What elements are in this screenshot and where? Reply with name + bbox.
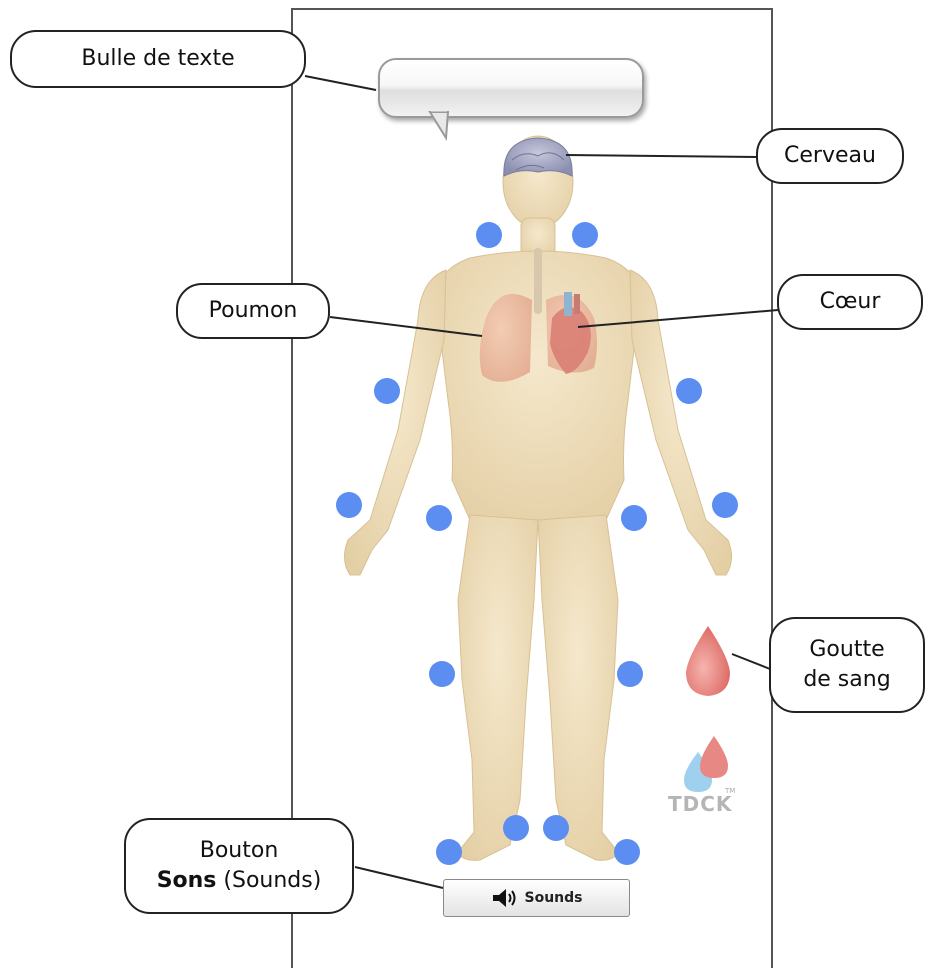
callout-sounds-button: Bouton Sons (Sounds) bbox=[124, 818, 354, 914]
logo-text: TDCK bbox=[668, 792, 732, 816]
body-point-dot[interactable] bbox=[712, 492, 738, 518]
body-point-dot[interactable] bbox=[572, 222, 598, 248]
body-point-dot[interactable] bbox=[426, 505, 452, 531]
callout-sounds-rest: (Sounds) bbox=[216, 868, 321, 893]
body-point-dot[interactable] bbox=[336, 492, 362, 518]
callout-sounds-line1: Bouton bbox=[200, 836, 279, 866]
callout-heart-text: Cœur bbox=[820, 287, 881, 317]
body-point-dot[interactable] bbox=[614, 839, 640, 865]
body-point-dot[interactable] bbox=[476, 222, 502, 248]
body-point-dot[interactable] bbox=[374, 378, 400, 404]
callout-sounds-line2: Sons (Sounds) bbox=[157, 866, 322, 896]
blood-drop-icon bbox=[686, 626, 730, 696]
body-point-dot[interactable] bbox=[676, 378, 702, 404]
callout-speech-bubble: Bulle de texte bbox=[10, 30, 306, 88]
callout-brain: Cerveau bbox=[756, 128, 904, 184]
logo-trademark: TM bbox=[725, 787, 735, 795]
sounds-button-label: Sounds bbox=[525, 890, 583, 906]
callout-lung-text: Poumon bbox=[209, 296, 298, 326]
callout-brain-text: Cerveau bbox=[784, 141, 876, 171]
sounds-button[interactable]: Sounds bbox=[443, 879, 630, 917]
callout-sounds-bold: Sons bbox=[157, 868, 217, 893]
speaker-icon bbox=[491, 888, 517, 908]
body-point-dot[interactable] bbox=[429, 661, 455, 687]
logo-drops-icon bbox=[684, 736, 728, 792]
body-point-dot[interactable] bbox=[436, 839, 462, 865]
body-point-dot[interactable] bbox=[617, 661, 643, 687]
callout-blood-drop-line2: de sang bbox=[803, 665, 890, 695]
body-point-dot[interactable] bbox=[543, 815, 569, 841]
callout-lung: Poumon bbox=[176, 283, 330, 339]
body-point-dot[interactable] bbox=[621, 505, 647, 531]
callout-blood-drop-line1: Goutte bbox=[809, 635, 884, 665]
callout-blood-drop: Goutte de sang bbox=[769, 617, 925, 713]
callout-heart: Cœur bbox=[777, 274, 923, 330]
callout-speech-bubble-text: Bulle de texte bbox=[81, 44, 234, 74]
body-point-dot[interactable] bbox=[503, 815, 529, 841]
